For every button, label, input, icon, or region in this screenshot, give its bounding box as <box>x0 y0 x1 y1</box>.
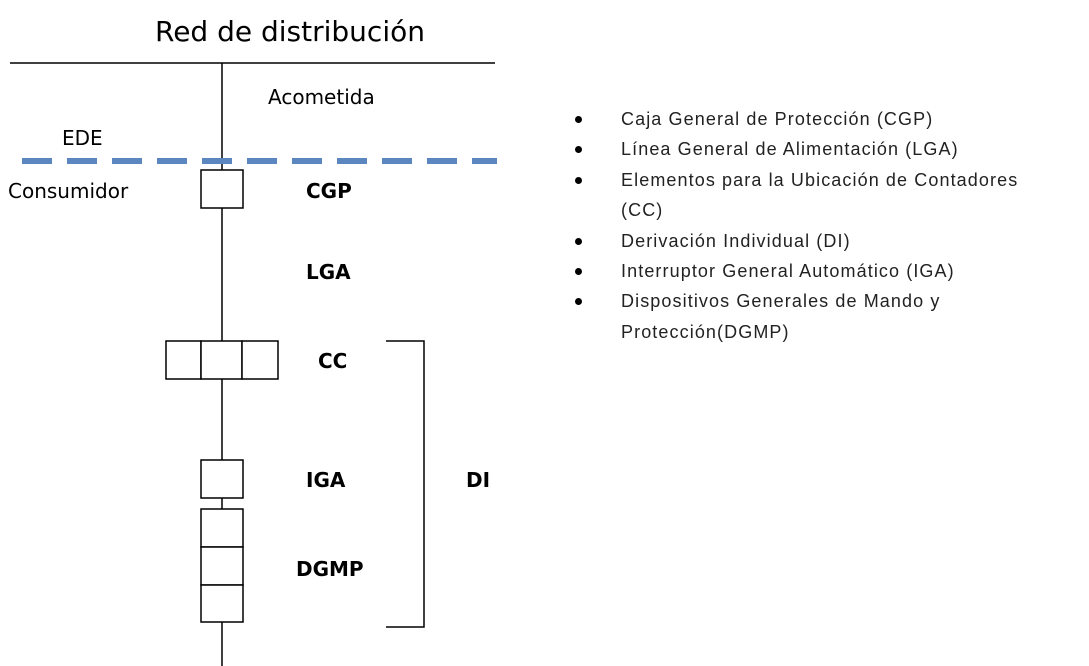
bullet-icon <box>575 268 582 276</box>
dgmp-box-2 <box>200 546 244 586</box>
legend-item-text: Caja General de Protección (CGP) <box>621 109 934 129</box>
legend-item: Interruptor General Automático (IGA) <box>570 256 1085 286</box>
legend-item: Caja General de Protección (CGP) <box>570 104 1085 134</box>
legend-item-text: Derivación Individual (DI) <box>621 230 851 251</box>
legend-item: Derivación Individual (DI) <box>570 226 1085 256</box>
acometida-label: Acometida <box>268 85 375 109</box>
bullet-icon <box>575 237 582 245</box>
legend-item-text: Línea General de Alimentación (LGA) <box>621 139 959 160</box>
dgmp-box-3 <box>200 584 244 623</box>
iga-box <box>200 459 244 499</box>
dgmp-label: DGMP <box>296 557 364 581</box>
bullet-icon <box>575 298 582 306</box>
bullet-icon <box>575 176 582 184</box>
bullet-icon <box>575 146 582 154</box>
bullet-icon <box>575 116 582 123</box>
cgp-box <box>200 169 244 209</box>
legend-item: Elementos para la Ubicación de Contadore… <box>570 165 1021 226</box>
iga-label: IGA <box>306 468 346 492</box>
consumidor-label: Consumidor <box>8 179 129 203</box>
legend-item-text: Elementos para la Ubicación de Contadore… <box>621 169 1019 221</box>
legend-item: Línea General de Alimentación (LGA) <box>570 134 1085 164</box>
cc-box-2 <box>200 340 243 380</box>
cgp-label: CGP <box>306 179 352 203</box>
cc-box-1 <box>165 340 202 380</box>
cc-label: CC <box>318 349 347 373</box>
cc-box-3 <box>241 340 279 380</box>
ede-label: EDE <box>62 126 103 150</box>
di-label: DI <box>466 468 490 492</box>
component-legend-list: Caja General de Protección (CGP) Línea G… <box>570 104 1085 347</box>
diagram-title: Red de distribución <box>155 15 425 48</box>
legend-item-text: Interruptor General Automático (IGA) <box>621 261 955 282</box>
legend-item-text: Dispositivos Generales de Mando y Protec… <box>621 291 941 342</box>
legend-item: Dispositivos Generales de Mando y Protec… <box>570 286 1061 347</box>
lga-label: LGA <box>306 260 351 284</box>
dgmp-box-1 <box>200 508 244 548</box>
di-bracket <box>386 340 425 628</box>
